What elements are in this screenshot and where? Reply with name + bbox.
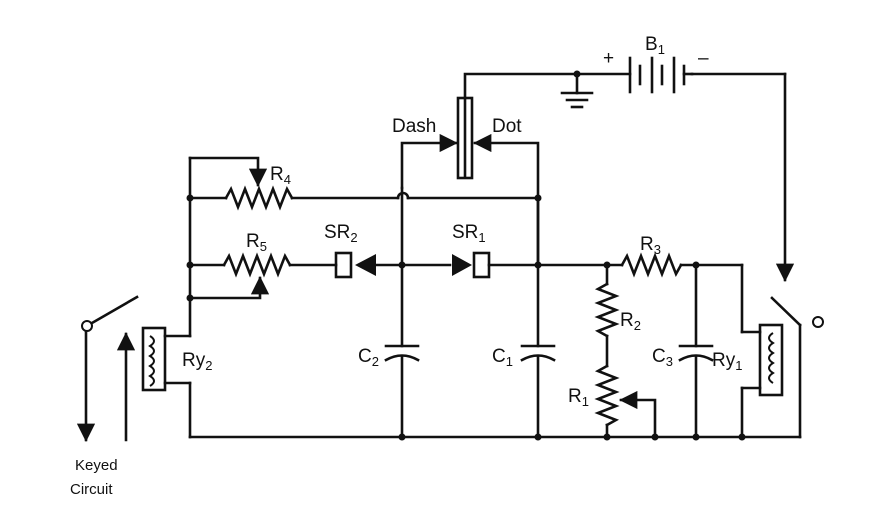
capacitor-c3-label: C3 [652, 346, 673, 369]
resistor-r5-label: R5 [246, 231, 267, 254]
resistor-r4-label: R4 [270, 164, 291, 187]
resistor-r3 [620, 252, 762, 334]
relay-ry2 [141, 326, 167, 392]
resistor-r3-label: R3 [640, 234, 661, 257]
battery-label: B1 [645, 34, 665, 57]
battery-b1 [628, 56, 694, 94]
rectifier-sr1 [452, 251, 624, 279]
keyed-label: Keyed [75, 457, 118, 474]
dot-contact [473, 133, 540, 267]
resistor-r4-branch [188, 156, 540, 211]
battery-minus-label: – [698, 48, 709, 69]
resistor-r2 [594, 263, 620, 368]
relay-ry1-label: Ry1 [712, 350, 742, 373]
relay-ry1 [740, 323, 784, 439]
rectifier-sr1-label: SR1 [452, 222, 486, 245]
circuit-label: Circuit [70, 481, 113, 498]
capacitor-c2 [384, 186, 420, 439]
dot-label: Dot [492, 116, 522, 137]
capacitor-c3 [678, 263, 714, 439]
junction-dots [186, 194, 746, 441]
resistor-r2-label: R2 [620, 310, 641, 333]
ground-symbol [560, 70, 594, 109]
rectifier-sr2 [334, 251, 452, 279]
dash-contact [400, 133, 458, 190]
top-wiring [463, 72, 795, 282]
keyed-switch [76, 295, 139, 442]
resistor-r1-label: R1 [568, 386, 589, 409]
resistor-r1 [594, 364, 657, 439]
relay-ry2-label: Ry2 [182, 350, 212, 373]
capacitor-c2-label: C2 [358, 346, 379, 369]
rectifier-sr2-label: SR2 [324, 222, 358, 245]
key-paddle [456, 96, 474, 180]
capacitor-c1-label: C1 [492, 346, 513, 369]
dash-label: Dash [392, 116, 436, 137]
battery-plus-label: + [603, 48, 614, 69]
left-bus [163, 156, 192, 439]
capacitor-c1 [520, 196, 556, 439]
main-bus [188, 252, 338, 300]
ry1-contact-switch [770, 296, 824, 439]
